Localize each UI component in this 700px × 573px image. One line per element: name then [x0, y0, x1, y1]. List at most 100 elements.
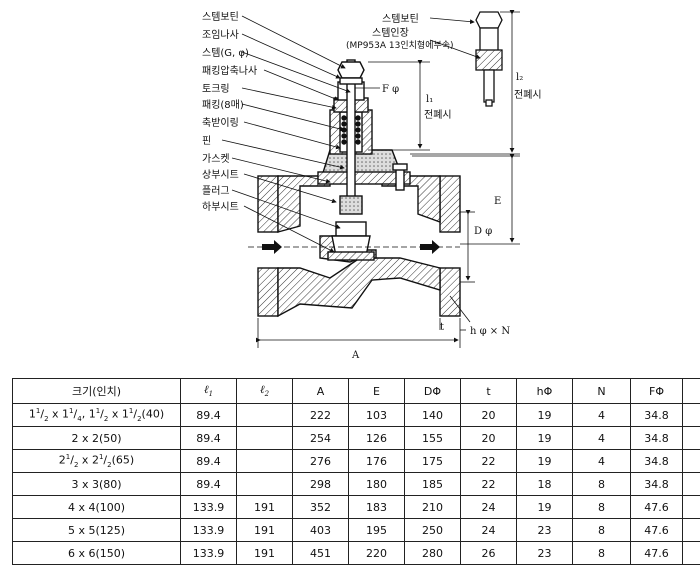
cell-t: 26	[460, 541, 517, 565]
cell-a: 222	[292, 403, 349, 427]
label-l2: l₂	[516, 72, 523, 83]
header-g-phi: GΦ	[682, 378, 700, 404]
cell-n: 4	[572, 426, 631, 450]
table-header-row: 크기(인치) ℓ1 ℓ2 A E DΦ t hΦ N FΦ GΦ	[12, 378, 700, 404]
label-bearing-ring: 축받이링	[202, 117, 239, 129]
cell-n: 8	[572, 541, 631, 565]
cell-size: 3 x 3(80)	[12, 472, 181, 496]
cell-t: 22	[460, 449, 517, 473]
cell-e: 220	[348, 541, 405, 565]
label-t: t	[440, 322, 444, 333]
cell-l1: 89.4	[180, 426, 237, 450]
cell-l2: 191	[236, 495, 293, 519]
cell-e: 195	[348, 518, 405, 542]
cell-e: 176	[348, 449, 405, 473]
cell-g: 13	[682, 518, 700, 542]
header-f-phi: FΦ	[630, 378, 683, 404]
label-e: E	[494, 196, 501, 207]
label-packing-8: 패킹(8매)	[202, 99, 244, 111]
specification-table: 크기(인치) ℓ1 ℓ2 A E DΦ t hΦ N FΦ GΦ 11/2 x …	[12, 378, 700, 565]
cell-f: 47.6	[630, 495, 683, 519]
cell-h: 23	[516, 541, 573, 565]
cell-t: 22	[460, 472, 517, 496]
label-joint-screw: 조임나사	[202, 28, 239, 41]
header-n: N	[572, 378, 631, 404]
label-torque-ring: 토크링	[202, 83, 230, 95]
cell-h: 23	[516, 518, 573, 542]
cell-h: 19	[516, 403, 573, 427]
stem	[337, 59, 365, 201]
cell-size: 5 x 5(125)	[12, 518, 181, 542]
cell-l2: 191	[236, 541, 293, 565]
cell-h: 18	[516, 472, 573, 496]
label-l2-note: 전폐시	[514, 89, 542, 101]
label-h-phi-n: h φ × N	[470, 326, 510, 337]
label-upper-seat: 상부시트	[202, 169, 239, 181]
cell-d: 185	[404, 472, 461, 496]
cell-a: 451	[292, 541, 349, 565]
cell-a: 254	[292, 426, 349, 450]
label-pin: 핀	[202, 135, 211, 147]
cell-l2	[236, 449, 293, 473]
cell-l2	[236, 403, 293, 427]
label-stem-bonnet: 스템보틴	[202, 11, 239, 23]
cell-a: 298	[292, 472, 349, 496]
label-inset-stem-bonnet: 스템보틴	[382, 13, 419, 25]
cell-t: 20	[460, 426, 517, 450]
cell-l2	[236, 426, 293, 450]
plug-assembly	[327, 195, 375, 261]
valve-cross-section-drawing: 스템보틴 조임나사 스템(G, φ) 패킹압축나사 토크링 패킹(8매) 축받이…	[202, 10, 542, 361]
header-d-phi: DΦ	[404, 378, 461, 404]
cell-l1: 89.4	[180, 449, 237, 473]
cell-d: 210	[404, 495, 461, 519]
cell-g: 40	[682, 495, 700, 519]
cell-l1: 89.4	[180, 472, 237, 496]
cell-size: 4 x 4(100)	[12, 495, 181, 519]
label-packing-gland-nut: 패킹압축나사	[202, 64, 257, 77]
cell-t: 24	[460, 518, 517, 542]
header-a: A	[292, 378, 349, 404]
label-gasket: 가스켓	[202, 153, 230, 165]
leader-lines	[221, 15, 481, 253]
cell-size: 11/2 x 11/4, 11/2 x 11/2(40)	[12, 403, 181, 427]
cell-n: 4	[572, 403, 631, 427]
cell-f: 47.6	[630, 541, 683, 565]
cell-d: 155	[404, 426, 461, 450]
cell-g: 13	[682, 541, 700, 565]
cell-l2: 191	[236, 518, 293, 542]
cell-size: 21/2 x 21/2(65)	[12, 449, 181, 473]
label-a: A	[351, 350, 360, 361]
cell-e: 103	[348, 403, 405, 427]
cell-l1: 133.9	[180, 541, 237, 565]
cell-a: 352	[292, 495, 349, 519]
cell-d: 175	[404, 449, 461, 473]
cell-g: 10	[682, 449, 700, 473]
cell-n: 8	[572, 518, 631, 542]
cell-t: 20	[460, 403, 517, 427]
cell-f: 47.6	[630, 518, 683, 542]
cell-g: 10	[682, 426, 700, 450]
cell-g: 8	[682, 403, 700, 427]
header-h-phi: hΦ	[516, 378, 573, 404]
label-f-phi: F φ	[382, 84, 399, 95]
cell-size: 2 x 2(50)	[12, 426, 181, 450]
cell-h: 19	[516, 495, 573, 519]
cell-a: 403	[292, 518, 349, 542]
cell-n: 8	[572, 472, 631, 496]
label-plug: 플러그	[202, 185, 230, 197]
cell-f: 34.8	[630, 449, 683, 473]
cell-f: 34.8	[630, 426, 683, 450]
cell-t: 24	[460, 495, 517, 519]
cell-e: 180	[348, 472, 405, 496]
header-l2: ℓ2	[236, 378, 293, 404]
cell-f: 34.8	[630, 403, 683, 427]
label-inset-stem-length: 스템인장	[372, 27, 409, 39]
cell-h: 19	[516, 426, 573, 450]
part-labels: 스템보틴 조임나사 스템(G, φ) 패킹압축나사 토크링 패킹(8매) 축받이…	[202, 11, 542, 361]
